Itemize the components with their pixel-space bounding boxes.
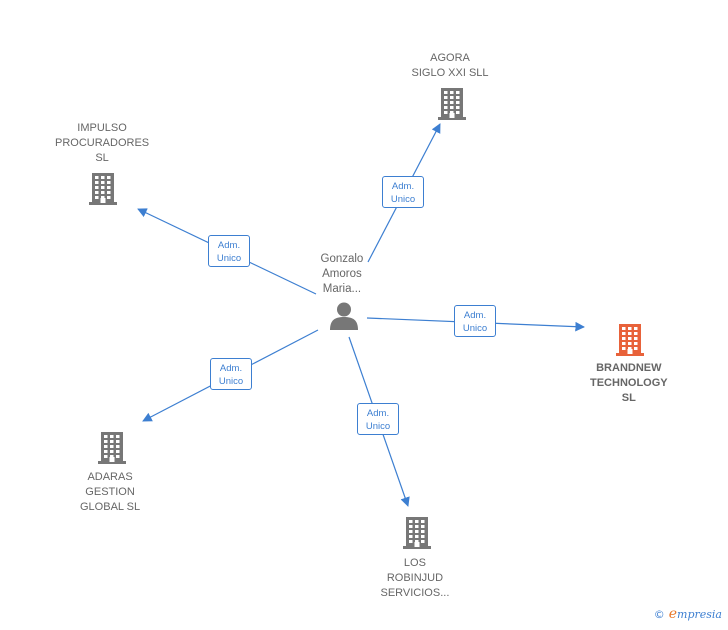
company-label-impulso-line: IMPULSO — [77, 122, 127, 134]
person-icon — [330, 302, 358, 330]
edge-label-line: Adm. — [463, 310, 487, 321]
edge-label-adaras[interactable]: Adm. Unico — [210, 358, 252, 390]
edge-label-line: Unico — [216, 253, 242, 264]
brand-name: mpresia — [677, 608, 722, 621]
company-node-agora-wrap[interactable] — [436, 86, 468, 125]
edge-label-impulso[interactable]: Adm. Unico — [208, 235, 250, 267]
company-label-impulso-line: SL — [95, 152, 109, 164]
company-label-impulso-line: PROCURADORES — [55, 137, 150, 149]
company-node-losrobinjud-wrap[interactable] — [401, 515, 433, 554]
company-node-adaras-wrap[interactable] — [96, 430, 128, 469]
company-label-losrobinjud[interactable]: LOS ROBINJUD SERVICIOS... — [381, 556, 450, 601]
edge-label-line: Adm. — [391, 181, 415, 192]
edge-label-line: Unico — [390, 194, 416, 205]
building-icon — [438, 88, 466, 120]
edge-label-agora[interactable]: Adm. Unico — [382, 176, 424, 208]
center-person-label-line: Maria... — [322, 283, 362, 295]
company-label-adaras-line: GLOBAL SL — [80, 501, 141, 513]
company-label-impulso[interactable]: IMPULSO PROCURADORES SL — [55, 121, 149, 166]
company-label-adaras-line: ADARAS — [87, 471, 133, 483]
edge-label-brandnew[interactable]: Adm. Unico — [454, 305, 496, 337]
company-label-agora[interactable]: AGORA SIGLO XXI SLL — [412, 51, 489, 81]
company-label-adaras[interactable]: ADARAS GESTION GLOBAL SL — [80, 470, 140, 515]
company-label-brandnew-line: BRANDNEW — [596, 362, 662, 374]
company-label-brandnew-line: TECHNOLOGY — [590, 377, 668, 389]
edge-label-line: Unico — [218, 376, 244, 387]
company-node-impulso-wrap[interactable] — [87, 171, 119, 210]
edges-layer — [137, 123, 585, 507]
copyright-symbol: © — [653, 608, 665, 621]
company-node-brandnew-wrap[interactable] — [614, 322, 646, 361]
building-icon — [98, 432, 126, 464]
company-label-losrobinjud-line: ROBINJUD — [386, 572, 444, 584]
center-person-label-line: Amoros — [322, 268, 362, 280]
company-label-losrobinjud-line: SERVICIOS... — [380, 587, 450, 599]
company-label-brandnew[interactable]: BRANDNEW TECHNOLOGY SL — [590, 361, 668, 406]
edge-label-line: Adm. — [217, 240, 241, 251]
building-icon — [403, 517, 431, 549]
center-person-label-line: Gonzalo — [320, 253, 364, 265]
edge-label-line: Adm. — [219, 363, 243, 374]
edge-label-line: Unico — [462, 323, 488, 334]
brand-initial: e — [668, 606, 678, 622]
edge-label-line: Unico — [365, 421, 391, 432]
watermark: ©empresia — [654, 606, 722, 622]
company-label-agora-line: SIGLO XXI SLL — [411, 67, 489, 79]
edge-label-line: Adm. — [366, 408, 390, 419]
company-label-agora-line: AGORA — [430, 52, 470, 64]
building-icon — [89, 173, 117, 205]
company-label-losrobinjud-line: LOS — [403, 557, 426, 569]
person-node-wrap[interactable] — [329, 301, 359, 336]
company-label-adaras-line: GESTION — [85, 486, 135, 498]
building-icon — [616, 324, 644, 356]
company-label-brandnew-line: SL — [621, 392, 636, 404]
edge-label-losrobinjud[interactable]: Adm. Unico — [357, 403, 399, 435]
